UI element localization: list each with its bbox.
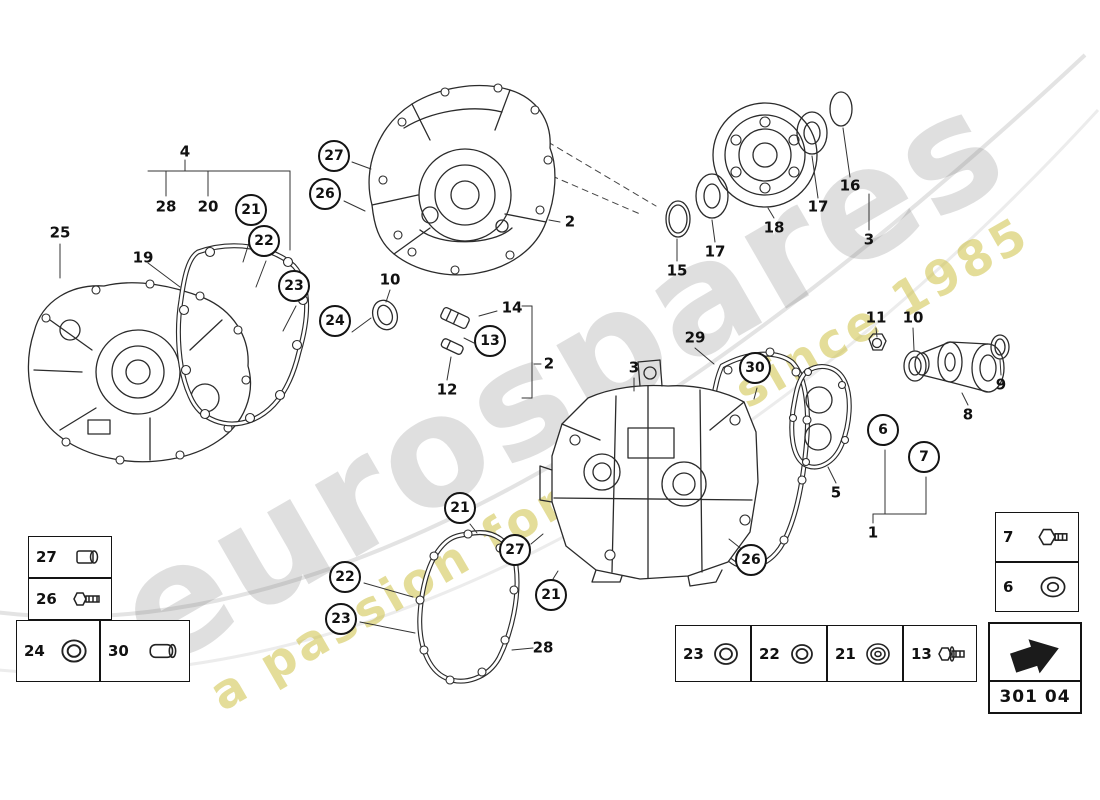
flange-bolt-icon [73, 592, 100, 606]
part-number-label: 17 [704, 242, 726, 261]
legend-label: 30 [108, 642, 129, 660]
dashed-construction-lines [547, 141, 657, 215]
seal-and-pins-drawing [371, 299, 470, 355]
part-number-label: 15 [666, 261, 688, 280]
part-number-label: 12 [436, 380, 458, 399]
legend-item-22[interactable]: 22 [751, 625, 827, 682]
output-flange-drawing [868, 333, 1010, 393]
gearbox-housing-main-drawing [539, 359, 759, 587]
part-number-label: 11 [865, 308, 887, 327]
legend-item-30[interactable]: 30 [100, 620, 190, 682]
legend-label: 22 [759, 644, 780, 663]
legend-label: 26 [36, 590, 57, 608]
part-number-label: 14 [501, 298, 523, 317]
part-callout[interactable]: 26 [735, 544, 767, 576]
gasket-28-drawing [415, 529, 520, 685]
part-callout[interactable]: 13 [474, 325, 506, 357]
seal-ring-icon [714, 642, 738, 665]
part-callout[interactable]: 7 [908, 441, 940, 473]
legend-label: 27 [36, 548, 57, 566]
part-number-label: 10 [379, 270, 401, 289]
part-callout[interactable]: 26 [309, 178, 341, 210]
dowel-pin-icon [149, 643, 177, 659]
converter-bearing-stack-drawing [665, 91, 853, 238]
hex-screw-icon [938, 645, 965, 662]
washer-icon [1040, 576, 1066, 598]
gearbox-housing-left-drawing [27, 279, 252, 465]
legend-label: 21 [835, 644, 856, 663]
legend-label: 23 [683, 644, 704, 663]
bushing-icon [76, 550, 99, 564]
part-callout[interactable]: 21 [535, 579, 567, 611]
part-callout[interactable]: 30 [739, 352, 771, 384]
legend-label: 6 [1003, 578, 1014, 596]
part-callout[interactable]: 6 [867, 414, 899, 446]
part-callout[interactable]: 21 [444, 492, 476, 524]
part-number-label: 2 [564, 212, 576, 231]
part-number-label: 5 [830, 483, 842, 502]
part-number-label: 20 [197, 197, 219, 216]
seal-ring-icon [61, 639, 87, 663]
legend-item-27[interactable]: 27 [28, 536, 112, 578]
legend-label: 7 [1003, 528, 1014, 546]
legend-item-26[interactable]: 26 [28, 578, 112, 620]
legend-item-23[interactable]: 23 [675, 625, 751, 682]
part-number-label: 2 [543, 354, 555, 373]
arrow-up-right-icon [1010, 639, 1059, 674]
part-number-label: 3 [628, 358, 640, 377]
part-number-label: 29 [684, 328, 706, 347]
legend-item-24[interactable]: 24 [16, 620, 100, 682]
legend-item-7[interactable]: 7 [995, 512, 1079, 562]
hex-bolt-icon [1038, 528, 1068, 546]
leader-lines [59, 127, 1002, 651]
part-number-label: 28 [155, 197, 177, 216]
part-number-label: 25 [49, 223, 71, 242]
part-callout[interactable]: 27 [499, 534, 531, 566]
legend-item-13[interactable]: 13 [903, 625, 977, 682]
part-number-label: 4 [179, 142, 191, 161]
legend-item-21[interactable]: 21 [827, 625, 903, 682]
part-callout[interactable]: 22 [248, 225, 280, 257]
part-number-label: 28 [532, 638, 554, 657]
part-number-label: 18 [763, 218, 785, 237]
legend-label: 13 [911, 644, 932, 663]
part-number-label: 3 [863, 230, 875, 249]
seal-ring-icon [791, 643, 813, 664]
part-callout[interactable]: 23 [325, 603, 357, 635]
part-callout[interactable]: 23 [278, 270, 310, 302]
legend-label: 24 [24, 642, 45, 660]
part-number-label: 10 [902, 308, 924, 327]
part-number-label: 16 [839, 176, 861, 195]
part-number-label: 8 [962, 405, 974, 424]
clutch-housing-drawing [368, 83, 556, 276]
part-callout[interactable]: 24 [319, 305, 351, 337]
part-number-label: 9 [995, 375, 1007, 394]
shaft-seal-icon [866, 642, 890, 665]
legend-item-6[interactable]: 6 [995, 562, 1079, 612]
part-callout[interactable]: 22 [329, 561, 361, 593]
part-number-label: 1 [867, 523, 879, 542]
diagram-code-box[interactable]: 301 04 [988, 622, 1082, 714]
diagram-code: 301 04 [990, 680, 1080, 712]
part-callout[interactable]: 21 [235, 194, 267, 226]
part-number-label: 19 [132, 248, 154, 267]
part-number-label: 17 [807, 197, 829, 216]
part-callout[interactable]: 27 [318, 140, 350, 172]
gasket-5-drawing [788, 364, 852, 470]
